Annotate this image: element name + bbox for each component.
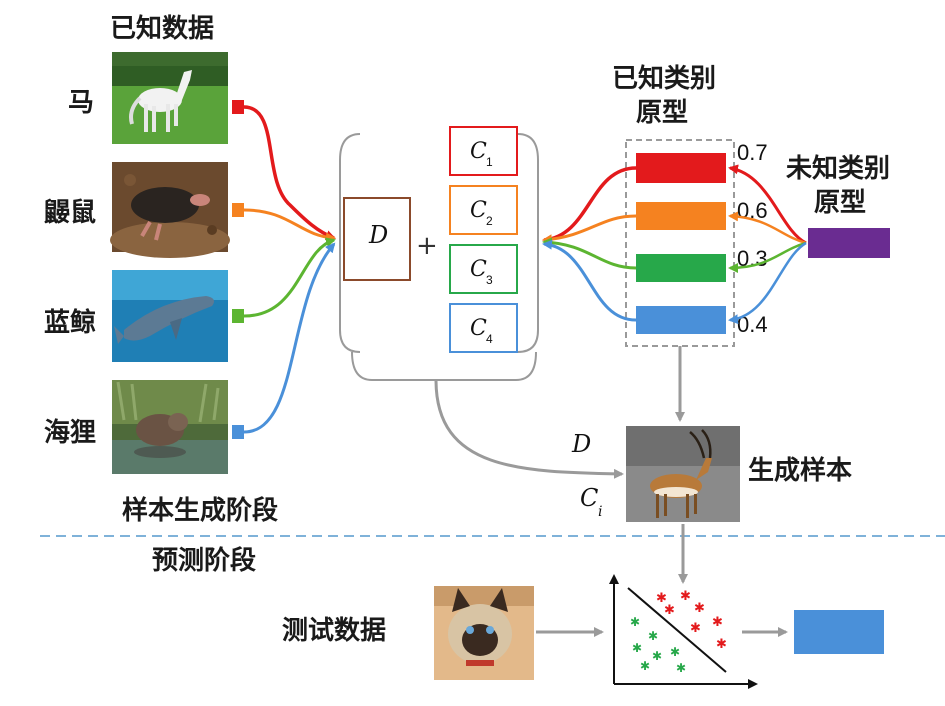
- output-box: [794, 610, 884, 654]
- known-prototype-title-line2: 原型: [636, 98, 689, 128]
- beaver-port: [232, 425, 244, 439]
- unknown-prototype-bar: [808, 228, 890, 258]
- blue-whale-image: [112, 270, 228, 362]
- svg-text:C: C: [470, 257, 487, 282]
- class-box-c2: C 2: [449, 185, 518, 235]
- generated-d-symbol: D: [571, 430, 591, 458]
- known-data-links: [232, 100, 336, 439]
- svg-text:✱: ✱: [656, 591, 667, 606]
- svg-text:✱: ✱: [676, 661, 686, 675]
- generated-sample-image: [626, 426, 740, 522]
- svg-text:C: C: [470, 316, 487, 341]
- generator-to-sample-arrow: [434, 379, 624, 479]
- scatter-red-points: ✱ ✱ ✱ ✱ ✱ ✱ ✱: [656, 589, 727, 652]
- svg-text:1: 1: [486, 155, 493, 169]
- svg-text:✱: ✱: [648, 629, 658, 643]
- known-data-title: 已知数据: [110, 14, 215, 44]
- stage-prediction-label: 预测阶段: [152, 546, 257, 576]
- svg-text:2: 2: [486, 214, 493, 228]
- svg-text:✱: ✱: [632, 641, 642, 655]
- whale-port: [232, 309, 244, 323]
- label-blue-whale: 蓝鲸: [44, 308, 97, 338]
- svg-text:4: 4: [486, 332, 493, 346]
- known-prototype-box: [625, 139, 735, 347]
- prototype-bar-red: [636, 153, 726, 183]
- generated-c-symbol: C: [580, 484, 598, 512]
- classifier-plot: ✱ ✱ ✱ ✱ ✱ ✱ ✱ ✱ ✱ ✱ ✱ ✱ ✱ ✱: [609, 574, 758, 689]
- stage-generation-label: 样本生成阶段: [122, 496, 279, 526]
- svg-text:✱: ✱: [630, 615, 640, 629]
- generated-c-subscript: i: [598, 504, 602, 520]
- label-horse: 马: [68, 88, 95, 118]
- scatter-green-points: ✱ ✱ ✱ ✱ ✱ ✱ ✱: [630, 615, 686, 675]
- generated-sample-label: 生成样本: [748, 456, 853, 486]
- horse-port: [232, 100, 244, 114]
- class-box-c4: C 4: [449, 303, 518, 353]
- svg-text:✱: ✱: [680, 589, 691, 604]
- svg-text:✱: ✱: [694, 601, 705, 616]
- svg-text:✱: ✱: [652, 649, 662, 663]
- svg-text:✱: ✱: [690, 621, 701, 636]
- prototype-bar-green: [636, 254, 726, 282]
- prototype-bar-blue: [636, 306, 726, 334]
- mole-image: [110, 162, 230, 258]
- beaver-image: [112, 380, 228, 474]
- classifier-boundary: [627, 587, 727, 673]
- svg-text:C: C: [470, 139, 487, 164]
- known-prototype-title-line1: 已知类别: [612, 64, 717, 94]
- plus-sign: +: [416, 231, 438, 261]
- label-beaver: 海狸: [44, 418, 97, 448]
- horse-image: [112, 52, 228, 144]
- generator-bracket: [339, 133, 539, 381]
- weight-red: 0.7: [737, 140, 768, 165]
- svg-text:C: C: [470, 198, 487, 223]
- svg-text:3: 3: [486, 273, 493, 287]
- d-symbol: D: [368, 221, 388, 249]
- prototype-to-generator-links: [542, 166, 637, 322]
- svg-text:✱: ✱: [712, 615, 723, 630]
- svg-text:✱: ✱: [640, 659, 650, 673]
- label-mole: 鼹鼠: [44, 198, 97, 228]
- class-box-c1: C 1: [449, 126, 518, 176]
- prototype-bar-orange: [636, 202, 726, 230]
- mole-port: [232, 203, 244, 217]
- unknown-prototype-title-line2: 原型: [814, 188, 867, 218]
- unknown-to-known-links: [728, 164, 807, 325]
- test-data-label: 测试数据: [282, 616, 387, 646]
- test-image: [434, 586, 534, 680]
- svg-text:✱: ✱: [670, 645, 680, 659]
- svg-text:✱: ✱: [664, 603, 675, 618]
- unknown-prototype-title-line1: 未知类别: [786, 154, 891, 184]
- class-box-c3: C 3: [449, 244, 518, 294]
- d-box: [343, 197, 411, 281]
- svg-text:✱: ✱: [716, 637, 727, 652]
